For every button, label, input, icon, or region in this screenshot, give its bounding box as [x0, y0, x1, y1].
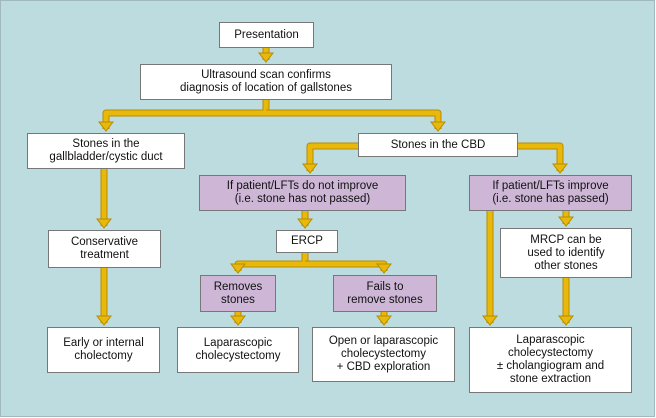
- node-ercp: ERCP: [276, 230, 338, 253]
- arrowhead-9: [229, 263, 247, 274]
- arrowhead-11: [229, 315, 247, 326]
- connector-ultrasound-to-cbd: [266, 110, 441, 129]
- arrowhead-2: [97, 121, 115, 132]
- node-open-cholecystectomy: Open or laparascopic cholecystectomy + C…: [312, 327, 455, 382]
- arrowhead-15: [557, 315, 575, 326]
- node-stones-cbd: Stones in the CBD: [358, 133, 518, 157]
- node-lap-chole-cholangiogram: Laparascopic cholecystectomy ± cholangio…: [469, 327, 632, 393]
- node-stones-gallbladder: Stones in the gallbladder/cystic duct: [27, 133, 185, 169]
- arrowhead-6: [95, 218, 113, 229]
- arrowhead-12: [375, 315, 393, 326]
- node-presentation: Presentation: [219, 22, 314, 48]
- arrowhead-3: [429, 121, 447, 132]
- arrowhead-8: [296, 218, 314, 229]
- node-mrcp: MRCP can be used to identify other stone…: [500, 228, 632, 278]
- arrowhead-1: [257, 52, 275, 63]
- node-conservative: Conservative treatment: [48, 230, 161, 268]
- arrowhead-13: [481, 315, 499, 326]
- node-early-cholectomy: Early or internal cholectomy: [47, 327, 160, 373]
- node-improve: If patient/LFTs improve (i.e. stone has …: [469, 175, 632, 211]
- node-fails-remove: Fails to remove stones: [333, 275, 437, 312]
- connector-ercp-to-removes: [235, 253, 308, 271]
- arrowhead-10: [375, 263, 393, 274]
- node-ultrasound: Ultrasound scan confirms diagnosis of lo…: [140, 64, 392, 100]
- arrowhead-14: [557, 216, 575, 227]
- node-no-improve: If patient/LFTs do not improve (i.e. sto…: [199, 175, 406, 211]
- arrowhead-7: [95, 315, 113, 326]
- arrowhead-4: [301, 163, 319, 174]
- node-lap-cholecystectomy: Laparascopic cholecystectomy: [177, 327, 299, 373]
- arrowhead-5: [551, 163, 569, 174]
- node-removes-stones: Removes stones: [200, 275, 276, 312]
- connector-ultrasound-to-gallbladder: [103, 100, 269, 129]
